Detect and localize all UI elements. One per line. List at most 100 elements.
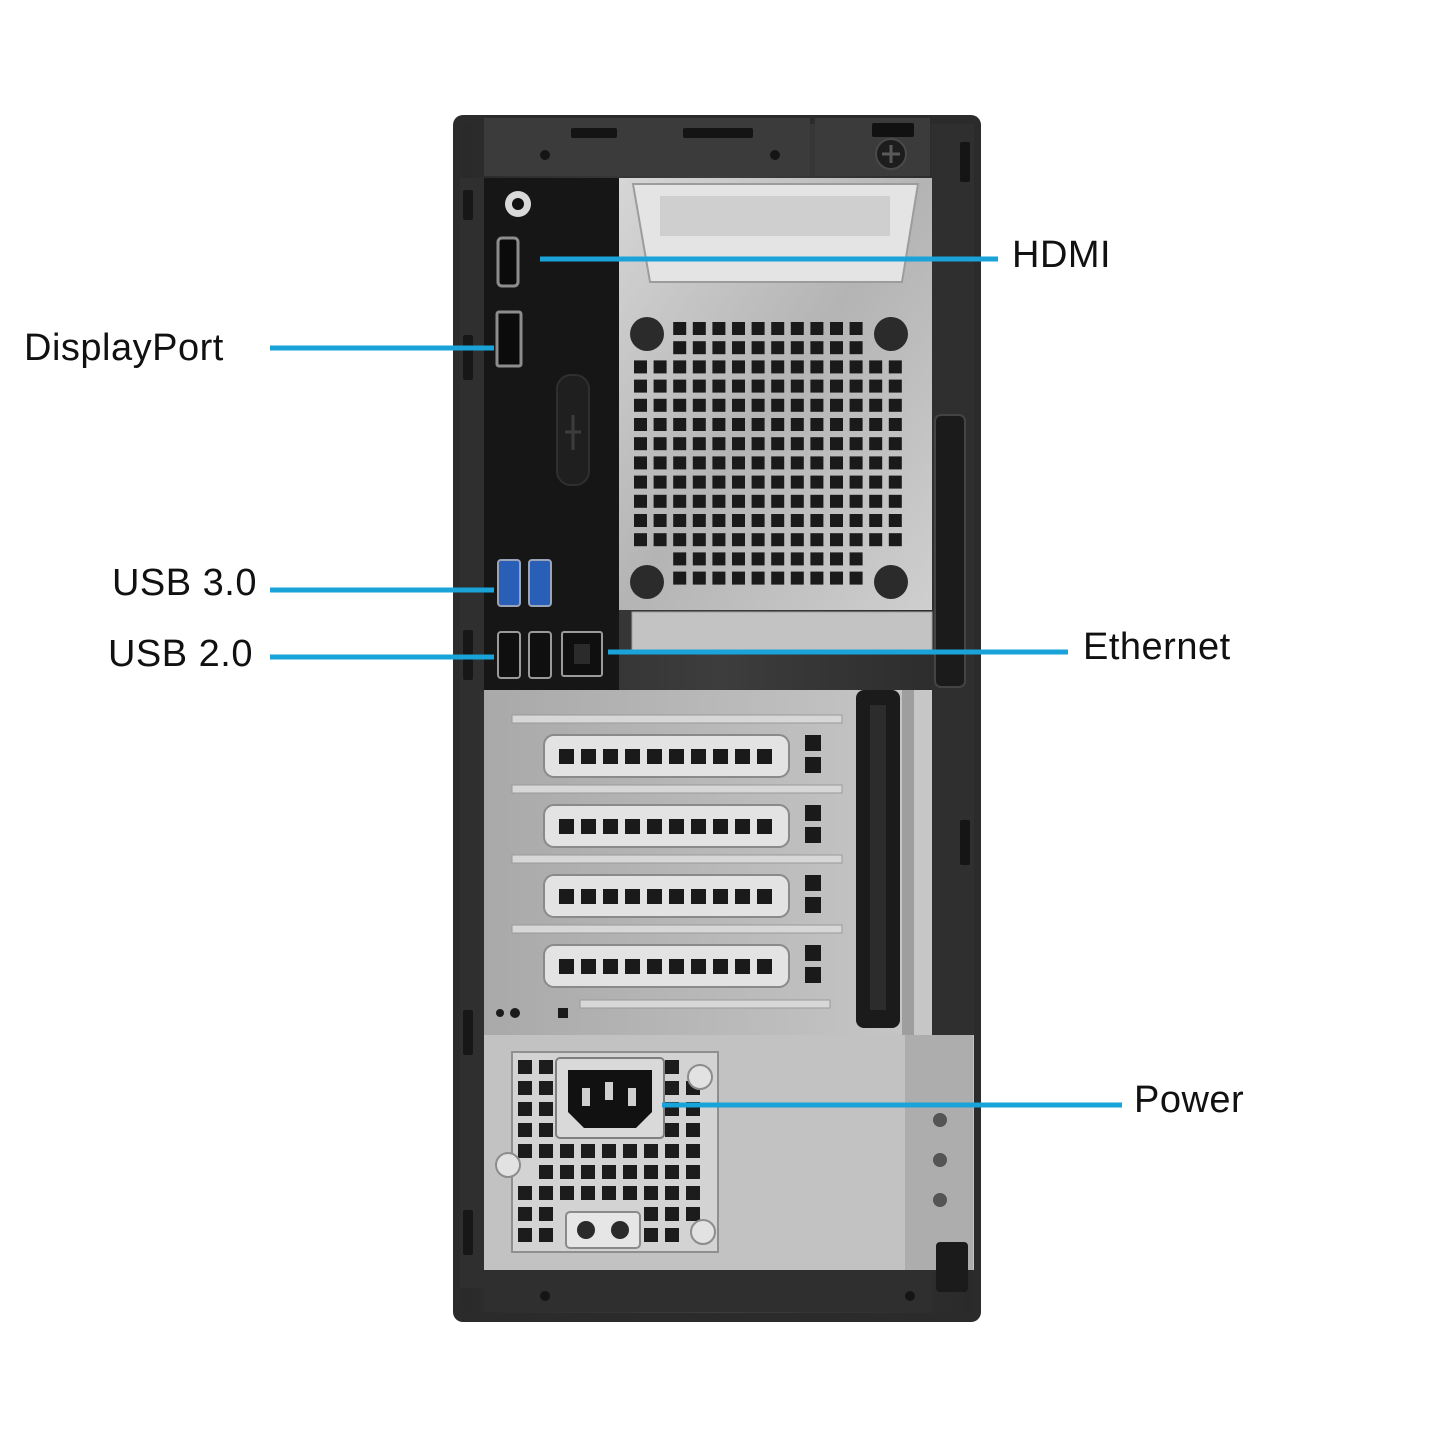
power-inlet-pin [605,1082,613,1100]
fan-vent-hole [790,437,804,451]
fan-vent-hole [849,494,863,508]
psu-vent-hole [560,1144,574,1158]
fan-vent-hole [732,514,745,527]
fan-vent-hole [869,418,883,431]
slot-tab [805,875,821,891]
psu-vent-hole [644,1207,658,1221]
fan-vent-hole [830,398,843,412]
psu-vent-hole [539,1207,553,1221]
psu-vent-hole [686,1207,700,1221]
fan-vent-hole [692,494,706,508]
psu-test-led [611,1221,629,1239]
left-rail-slot [463,190,473,220]
fan-vent-hole [830,341,843,355]
top-strip [484,118,810,176]
ethernet-port-notch [574,644,590,664]
fan-vent-hole [692,418,706,431]
fan-vent-hole [888,418,902,431]
psu-side-hole [933,1153,947,1167]
fan-vent-hole [673,437,687,451]
hdmi-port [496,236,520,288]
fan-vent-hole [634,418,647,431]
fan-vent-hole [869,437,883,451]
fan-vent-hole [653,398,667,412]
label-usb-2-0: USB 2.0 [107,633,253,675]
fan-vent-hole [849,398,863,412]
slot-tab [805,827,821,843]
label-usb-3-0: USB 3.0 [111,562,257,604]
fan-vent-hole [751,398,765,412]
right-rail-handle [934,414,966,688]
chassis-edge [902,690,914,1035]
slot-vent-hole [691,819,706,834]
fan-vent-hole [712,475,726,489]
fan-vent-hole [692,341,706,355]
slot-vent-hole [647,959,662,974]
fan-bracket-slot [660,196,890,236]
slot-rail [579,999,831,1009]
psu-vent-hole [686,1186,700,1200]
fan-mount-screw [630,317,664,351]
small-hole [496,1009,504,1017]
fan-vent-hole [771,552,785,566]
slot-vent-hole [735,749,750,764]
fan-vent-hole [751,571,765,585]
fan-vent-grille [634,322,902,585]
fan-vent-hole [830,475,843,489]
fan-vent-hole [869,533,883,547]
fan-vent-hole [810,398,824,412]
slot-vent-hole [669,819,684,834]
psu-vent-hole [560,1165,574,1179]
fan-vent-hole [790,418,804,431]
psu-vent-hole [665,1081,679,1095]
fan-vent-hole [673,533,687,547]
fan-vent-hole [634,514,647,527]
fan-vent-hole [712,398,726,412]
psu-vent-grille [518,1060,700,1242]
fan-vent-hole [771,533,785,547]
fan-vent-hole [732,379,745,393]
fan-vent-hole [653,418,667,431]
fan-vent-hole [634,475,647,489]
small-hole [510,1008,520,1018]
fan-vent-hole [771,456,785,470]
slot-vent-hole [603,819,618,834]
top-screw-hole [770,150,780,160]
fan-vent-hole [692,475,706,489]
displayport-port [495,310,523,368]
fan-vent-hole [712,514,726,527]
psu-vent-hole [518,1102,532,1116]
fan-vent-hole [732,398,745,412]
slot-vent-hole [757,819,772,834]
fan-vent-hole [869,514,883,527]
usb3-port [528,559,552,607]
psu-vent-hole [518,1186,532,1200]
fan-vent-hole [888,514,902,527]
slot-vent-hole [603,889,618,904]
slot-vent-hole [581,889,596,904]
psu-vent-hole [623,1165,637,1179]
fan-vent-hole [634,494,647,508]
psu-vent-hole [539,1165,553,1179]
psu-test-button [577,1221,595,1239]
fan-vent-hole [888,398,902,412]
fan-vent-hole [673,571,687,585]
fan-vent-hole [771,514,785,527]
top-screw-hole [540,150,550,160]
expansion-slot-cover [543,944,790,988]
fan-vent-hole [732,456,745,470]
slot-vent-hole [603,959,618,974]
fan-vent-hole [673,456,687,470]
fan-vent-hole [771,475,785,489]
slot-vent-hole [625,889,640,904]
left-rail-slot [463,1210,473,1255]
fan-vent-hole [869,456,883,470]
fan-vent-hole [810,571,824,585]
fan-vent-hole [810,514,824,527]
fan-vent-hole [869,398,883,412]
fan-vent-hole [830,456,843,470]
psu-vent-hole [581,1165,595,1179]
slot-vent-hole [581,819,596,834]
fan-vent-hole [673,552,687,566]
